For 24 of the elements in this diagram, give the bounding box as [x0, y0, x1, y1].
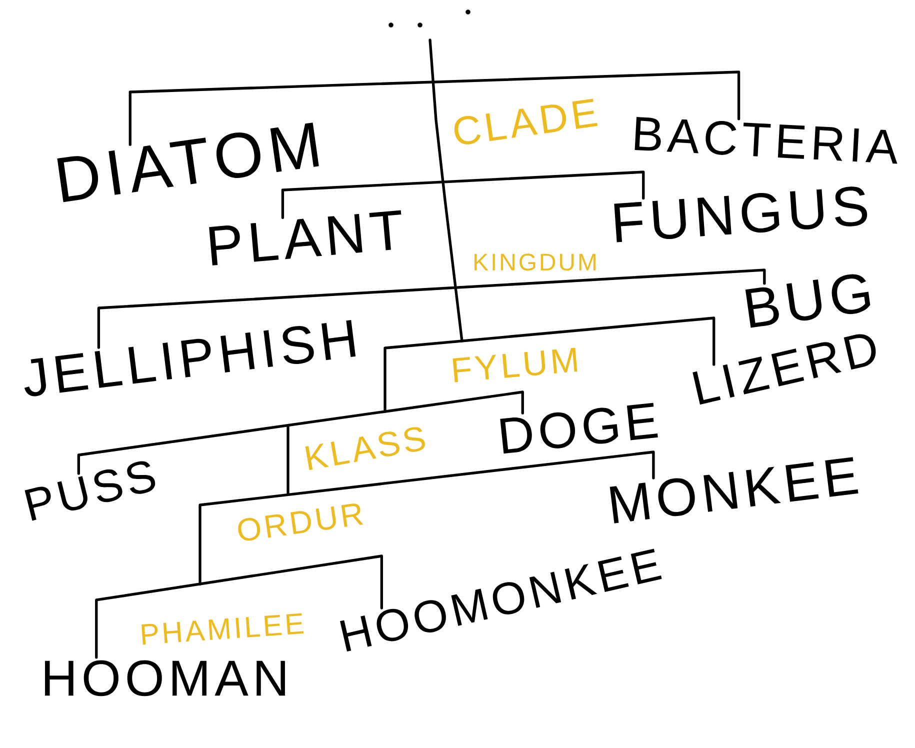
- leaf-label: DIATOM: [57, 122, 319, 202]
- leaf-label: PLANT: [209, 210, 402, 266]
- leaf-label: DOGE: [500, 402, 658, 454]
- rank-label: KINGDUM: [474, 254, 596, 271]
- leaf-label: BACTERIA: [634, 116, 898, 164]
- leaf-label: FUNGUS: [614, 186, 868, 242]
- leaf-label: LIZERD: [692, 334, 876, 405]
- leaf-label: HOOMAN: [45, 660, 285, 696]
- branch-line: [97, 268, 766, 349]
- leaf-label: JELLIPHISH: [24, 320, 356, 396]
- rank-label: PHAMILEE: [142, 613, 304, 645]
- rank-label: CLADE: [454, 98, 598, 144]
- branch-line: [95, 554, 383, 659]
- rank-label: ORDUR: [238, 504, 364, 541]
- leaf-label: PUSS: [24, 461, 156, 521]
- branch-line: [128, 70, 740, 146]
- leaf-label: BUG: [745, 274, 870, 328]
- branch-line: [281, 170, 645, 219]
- branch-line: [384, 316, 716, 413]
- rank-label: FYLUM: [452, 348, 578, 382]
- branch-line: [198, 450, 655, 586]
- branch-line: [77, 390, 524, 475]
- rank-label: KLASS: [305, 427, 425, 470]
- leaf-label: MONKEE: [610, 457, 858, 524]
